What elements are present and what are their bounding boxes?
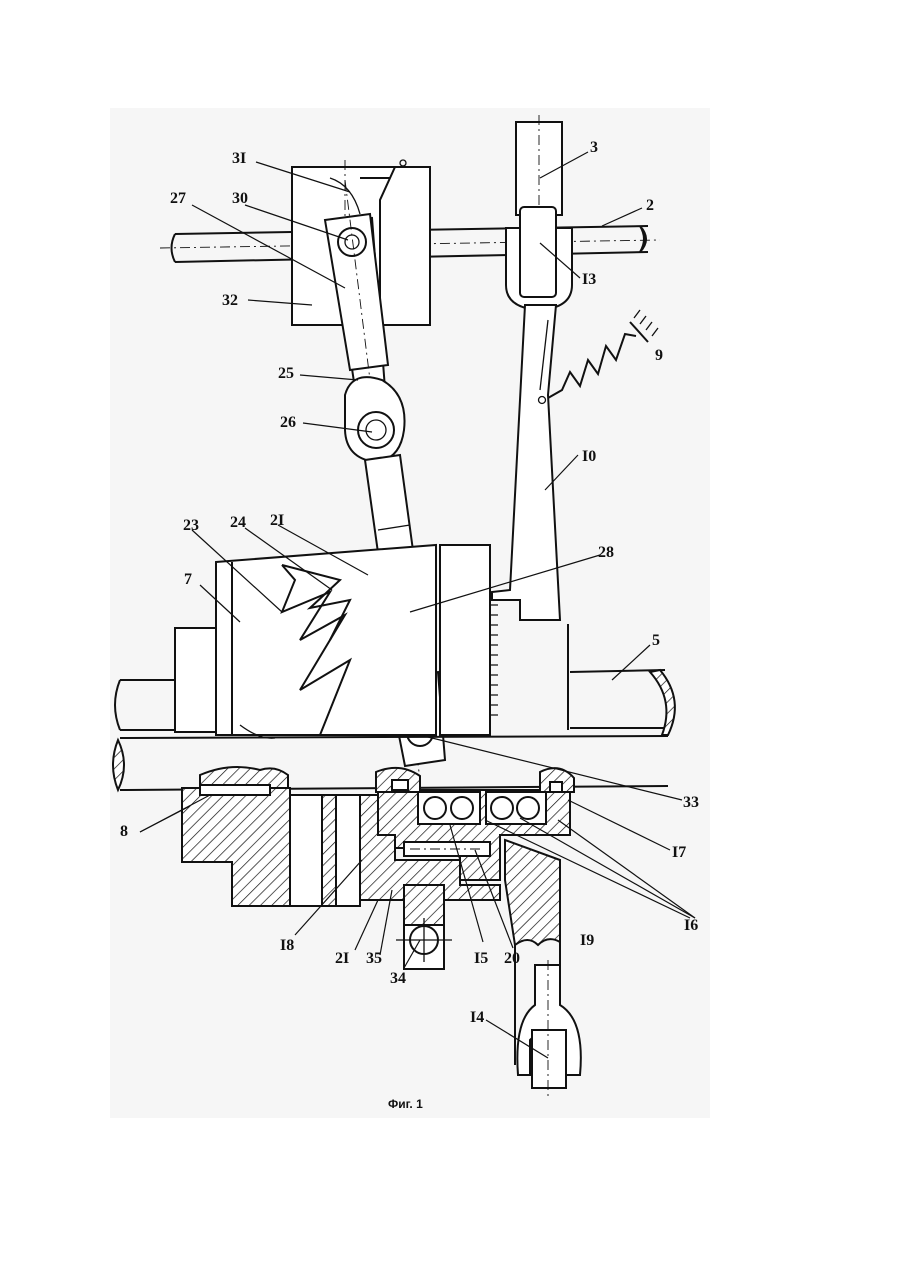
label-20: 20 <box>504 950 520 967</box>
label-26: 26 <box>280 414 296 431</box>
label-15: I5 <box>474 950 488 967</box>
label-5: 5 <box>652 632 660 649</box>
label-2: 2 <box>646 197 654 214</box>
label-24: 24 <box>230 514 246 531</box>
label-30: 30 <box>232 190 248 207</box>
label-34: 34 <box>390 970 406 987</box>
label-21-top: 2I <box>270 512 284 529</box>
label-8: 8 <box>120 823 128 840</box>
label-27: 27 <box>170 190 186 207</box>
label-19: I9 <box>580 932 594 949</box>
figure-caption: Фиг. 1 <box>388 1097 423 1111</box>
label-14: I4 <box>470 1009 484 1026</box>
label-25: 25 <box>278 365 294 382</box>
label-7: 7 <box>184 571 192 588</box>
label-9: 9 <box>655 347 663 364</box>
label-21-bottom: 2I <box>335 950 349 967</box>
label-31: 3I <box>232 150 246 167</box>
label-23: 23 <box>183 517 199 534</box>
label-10: I0 <box>582 448 596 465</box>
label-33: 33 <box>683 794 699 811</box>
label-17: I7 <box>672 844 686 861</box>
label-18: I8 <box>280 937 294 954</box>
label-32: 32 <box>222 292 238 309</box>
label-28: 28 <box>598 544 614 561</box>
label-13: I3 <box>582 271 596 288</box>
label-3: 3 <box>590 139 598 156</box>
label-16: I6 <box>684 917 698 934</box>
label-35: 35 <box>366 950 382 967</box>
